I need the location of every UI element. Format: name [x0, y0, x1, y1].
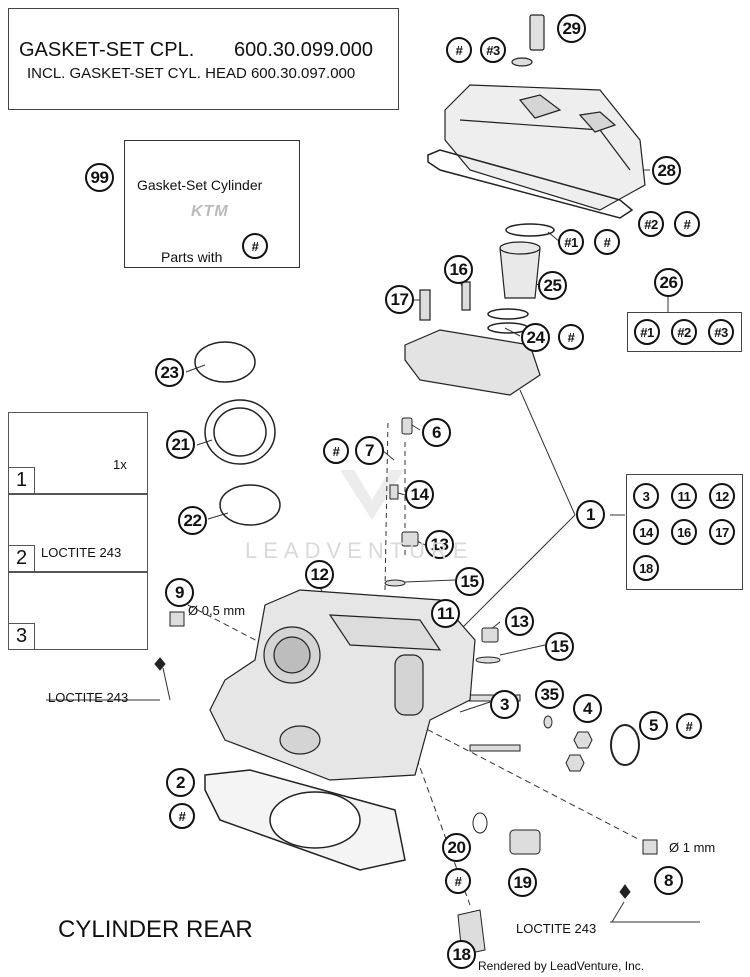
- callout-hash: #: [594, 229, 620, 255]
- callout-11: 11: [431, 599, 460, 628]
- step-number: 3: [9, 623, 35, 649]
- callout-2: 2: [166, 768, 195, 797]
- callout-28: 28: [652, 156, 681, 185]
- callout-hash: #: [323, 438, 349, 464]
- step-number: 2: [9, 545, 35, 571]
- group-1-item: 11: [671, 483, 697, 509]
- valve-cover-gasket: [427, 149, 634, 219]
- group-26-item: #2: [671, 319, 697, 345]
- watermark-graphic: [340, 470, 404, 520]
- spark-plug-tube: [499, 241, 541, 299]
- group-1-item: 16: [671, 519, 697, 545]
- group-1-item: 14: [633, 519, 659, 545]
- section-title: CYLINDER REAR: [58, 916, 253, 943]
- kit-box-parts-with: Parts with: [161, 249, 223, 265]
- callout-15: 15: [545, 632, 574, 661]
- callout-7: 7: [355, 436, 384, 465]
- callout-15: 15: [455, 567, 484, 596]
- callout-hash1: #1: [558, 229, 584, 255]
- watermark-text: LEADVENTURE: [245, 538, 474, 563]
- kit-box-marker: #: [242, 233, 268, 259]
- callout-13: 13: [505, 607, 534, 636]
- loctite-label-right: LOCTITE 243: [516, 921, 597, 936]
- valve-cover-illustration: [444, 14, 646, 211]
- group-26-callout: 26: [654, 268, 683, 297]
- callout-5: 5: [639, 711, 668, 740]
- group-1-box: 3 11 12 14 16 17 18: [626, 474, 743, 590]
- callout-17: 17: [385, 285, 414, 314]
- callout-hash2: #2: [638, 211, 664, 237]
- callout-14: 14: [405, 480, 434, 509]
- step-number: 1: [9, 467, 35, 493]
- cylinder-head-gasket: [204, 769, 406, 871]
- kit-box-callout: 99: [85, 163, 114, 192]
- group-1-item: 17: [709, 519, 735, 545]
- callout-35: 35: [535, 680, 564, 709]
- step-row-2: 2 LOCTITE 243: [8, 494, 148, 572]
- kit-box-title: Gasket-Set Cylinder: [137, 177, 263, 193]
- callout-6: 6: [422, 418, 451, 447]
- gasket-set-subtitle: INCL. GASKET-SET CYL. HEAD 600.30.097.00…: [27, 65, 356, 82]
- fasteners: [154, 417, 658, 956]
- cylinder-head-illustration: [209, 589, 476, 781]
- kit-box-brand: KTM: [191, 203, 229, 220]
- step-row-3: 3: [8, 572, 148, 650]
- callout-hash: #: [169, 803, 195, 829]
- kit-box: Gasket-Set Cylinder KTM Parts with: [124, 140, 300, 268]
- callout-13: 13: [425, 530, 454, 559]
- group-1-item: 12: [709, 483, 735, 509]
- callout-21: 21: [166, 430, 195, 459]
- callout-12: 12: [305, 560, 334, 589]
- camshaft-bridge: [404, 281, 541, 396]
- callout-3: 3: [490, 690, 519, 719]
- callout-hash: #: [676, 713, 702, 739]
- callout-25: 25: [538, 271, 567, 300]
- callout-hash: #: [445, 868, 471, 894]
- callout-9: 9: [165, 578, 194, 607]
- callout-hash: #: [446, 37, 472, 63]
- group-26-box: #1 #2 #3: [627, 312, 742, 352]
- gasket-set-number: 600.30.099.000: [234, 39, 374, 61]
- callout-18: 18: [447, 940, 476, 969]
- callout-4: 4: [573, 694, 602, 723]
- callout-20: 20: [442, 833, 471, 862]
- intake-parts: [194, 341, 281, 526]
- callout-19: 19: [508, 868, 537, 897]
- gasket-set-title: GASKET-SET CPL.: [19, 39, 195, 61]
- gasket-set-box: GASKET-SET CPL. 600.30.099.000 INCL. GAS…: [8, 8, 399, 110]
- group-1-callout: 1: [576, 500, 605, 529]
- callout-hash: #: [558, 324, 584, 350]
- callout-23: 23: [155, 358, 184, 387]
- step-row-1: 1 1x: [8, 412, 148, 494]
- group-1-item: 18: [633, 555, 659, 581]
- step-note: LOCTITE 243: [41, 545, 122, 560]
- group-26-item: #3: [708, 319, 734, 345]
- callout-16: 16: [444, 255, 473, 284]
- group-26-item: #1: [634, 319, 660, 345]
- step-note: 1x: [113, 457, 127, 472]
- credit-text: Rendered by LeadVenture, Inc.: [478, 959, 645, 973]
- diameter-label-1: Ø 1 mm: [669, 840, 716, 855]
- callout-29: 29: [557, 14, 586, 43]
- callout-24: 24: [521, 323, 550, 352]
- loctite-label-left: LOCTITE 243: [48, 690, 129, 705]
- group-1-item: 3: [633, 483, 659, 509]
- callout-8: 8: [654, 866, 683, 895]
- callout-hash: #: [674, 211, 700, 237]
- diameter-label-05: Ø 0,5 mm: [188, 603, 246, 618]
- callout-hash3: #3: [480, 37, 506, 63]
- callout-22: 22: [178, 506, 207, 535]
